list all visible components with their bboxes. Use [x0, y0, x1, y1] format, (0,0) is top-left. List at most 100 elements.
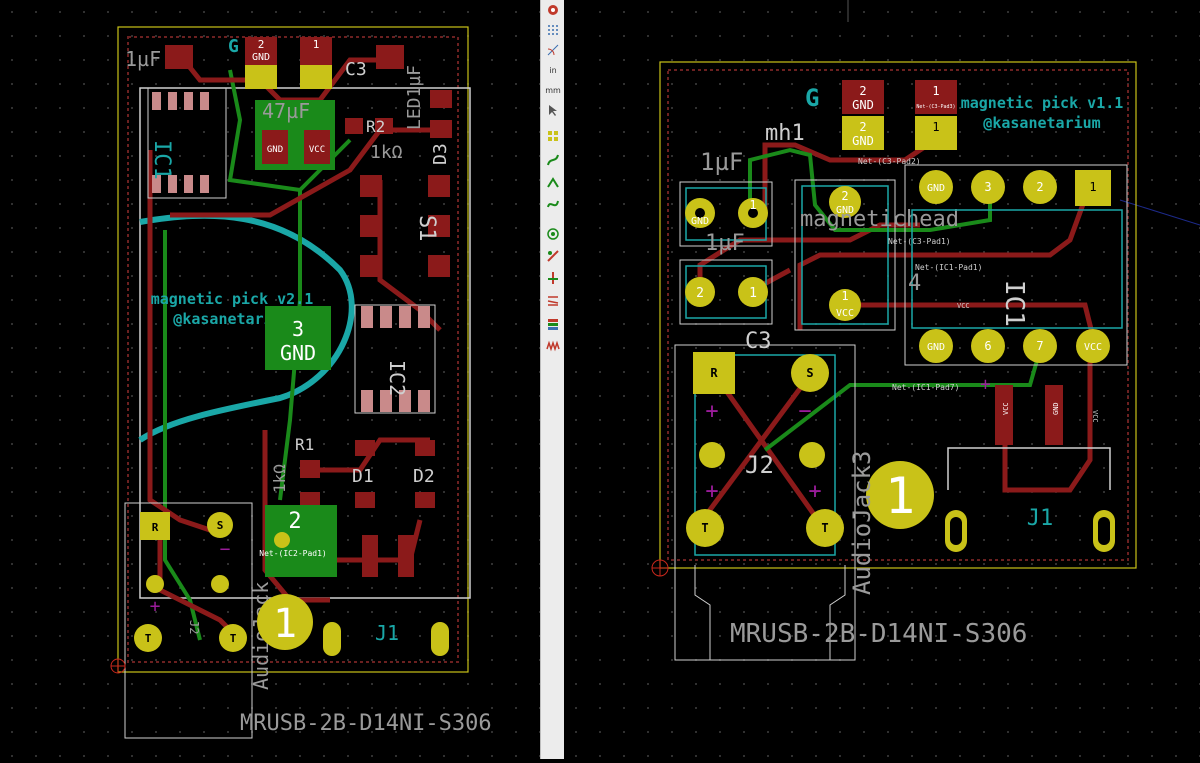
cap1-value: 1µF [705, 231, 745, 256]
right-board-drawing: magnetic pick v1.1 @kasanetarium G mh1 1… [651, 0, 1200, 661]
ic2-footprint [354, 304, 436, 414]
g-label: G [228, 36, 239, 57]
ic1-pin-1: 1 [1089, 180, 1096, 194]
r-header-pad-1-back [915, 116, 957, 150]
r-jack-barrel [694, 565, 846, 661]
pad-2-net: Net-(IC2-Pad1) [259, 549, 326, 558]
usb-shield-pad-left [323, 622, 341, 656]
r-header-pad-1 [915, 80, 957, 114]
layers-icon[interactable] [544, 316, 562, 332]
ic1-dip-value: 4 [908, 271, 921, 296]
cap-47-pad-1-net: VCC [309, 145, 325, 155]
r-front-trace-7 [1002, 350, 1093, 493]
ic1-pin-3: 3 [984, 180, 991, 194]
cursor-icon[interactable] [544, 2, 562, 18]
ic1-dip-ref: IC1 [999, 280, 1029, 327]
r-jack-pad-t2 [806, 509, 844, 547]
ic2-ref: IC2 [385, 360, 409, 396]
r-front-trace-3 [797, 184, 1093, 330]
ratsnest-icon[interactable] [544, 226, 562, 242]
left-board-author: @kasanetarium [173, 310, 290, 328]
r-jack-name: AudioJack3 [848, 451, 876, 596]
ic1-dip-footprint [904, 164, 1128, 366]
smd-pad-c-b [376, 45, 404, 69]
tracks-icon[interactable] [544, 292, 562, 308]
usb-shield-pad-right [431, 622, 449, 656]
inch-icon[interactable]: in [544, 62, 562, 78]
jack-pad-t1 [134, 624, 162, 652]
ratsnest-line [1119, 199, 1200, 226]
pad-icon[interactable] [544, 128, 562, 144]
net-ic1-pad7: Net-(IC1-Pad7) [892, 383, 959, 392]
r2-pad-a [345, 118, 363, 134]
polar-icon[interactable] [544, 42, 562, 58]
zone-icon[interactable] [544, 196, 562, 212]
r-jack-pad-s [791, 354, 829, 392]
board-edge [117, 26, 469, 673]
r-jack-pad-t1 [686, 509, 724, 547]
r-header-pad-2-net: GND [852, 98, 874, 112]
ic1-pin-1-square [1075, 170, 1111, 206]
head-pad-1 [829, 289, 861, 321]
d1-pad-a [355, 440, 375, 456]
r-usb-pad-vcc [995, 385, 1013, 445]
ic1-pin-gnd-bottom: GND [927, 342, 945, 353]
r1-value: 1kΩ [270, 464, 289, 493]
grid-icon[interactable] [544, 22, 562, 38]
smd-pad-c-a [165, 45, 193, 69]
r-front-trace-5 [712, 373, 828, 532]
r-jack-ref: J2 [745, 451, 774, 479]
r-jack-pad-r [693, 352, 735, 394]
jack-ref: J2 [187, 620, 201, 634]
r-usb-pad-gnd [1045, 385, 1063, 445]
head-pad-1-net: VCC [836, 308, 854, 319]
s1-pad-3 [360, 215, 382, 237]
pad-2-via [274, 532, 290, 548]
mm-label: mm [545, 85, 561, 95]
vcc-trace-label: VCC [957, 302, 970, 310]
s1-pad-1 [360, 175, 382, 197]
r-header-pad-2b-num: 2 [859, 120, 866, 134]
right-mh-label: mh1 [765, 121, 805, 146]
cap1-hole-a [695, 208, 705, 218]
drc-icon[interactable] [544, 248, 562, 264]
head-pad-2 [829, 186, 861, 218]
pcb-canvas-left[interactable]: 2 GND 1 1µF G C3 IC1 47µF GND VCC [0, 0, 540, 759]
usb-pad-vcc [362, 535, 378, 577]
r-jack-plus-2: + [705, 479, 718, 504]
microwave-icon[interactable] [544, 270, 562, 286]
head-pad-2-num: 2 [841, 189, 848, 203]
via-icon[interactable] [544, 174, 562, 190]
wave-icon[interactable] [544, 338, 562, 354]
d2-pad-a [415, 440, 435, 456]
r-back-trace-2 [763, 349, 1042, 452]
pcb-canvas-right[interactable]: magnetic pick v1.1 @kasanetarium G mh1 1… [564, 0, 1200, 759]
cap2-pad-a [685, 277, 715, 307]
ic1-pads [152, 92, 209, 193]
cap-47-pad-2 [262, 130, 288, 164]
ic1-pin-7: 7 [1036, 339, 1043, 353]
r-usb-part: MRUSB-2B-D14NI-S306 [730, 619, 1027, 649]
r-header-pad-1-net: Net-(C3-Pad3) [916, 104, 955, 110]
r-usb-vcc-label: VCC [1002, 402, 1010, 415]
ic1-pin-6: 6 [984, 339, 991, 353]
header-pad-1 [300, 37, 332, 65]
cap2-footprint [679, 259, 773, 325]
header-pad-1-num: 1 [313, 38, 320, 51]
c3-ref: C3 [745, 329, 772, 354]
track-icon[interactable] [544, 152, 562, 168]
d1-pad-b [355, 492, 375, 508]
r-header-pad-1b-num: 1 [932, 120, 939, 134]
ic1-pin-gnd-top: GND [927, 183, 945, 194]
right-cap-label: 1µF [700, 148, 743, 176]
ic1-footprint [147, 87, 227, 199]
right-g-label: G [805, 84, 819, 112]
r-jack-pad-b [799, 442, 825, 468]
inch-label: in [549, 65, 557, 75]
pointer-icon[interactable] [544, 102, 562, 118]
gnd-pad-3 [265, 306, 331, 370]
mm-icon[interactable]: mm [544, 82, 562, 98]
cap-47-label: 47µF [262, 99, 310, 123]
d2-ref: D2 [413, 466, 435, 487]
r-jack-plus-3: + [808, 479, 821, 504]
